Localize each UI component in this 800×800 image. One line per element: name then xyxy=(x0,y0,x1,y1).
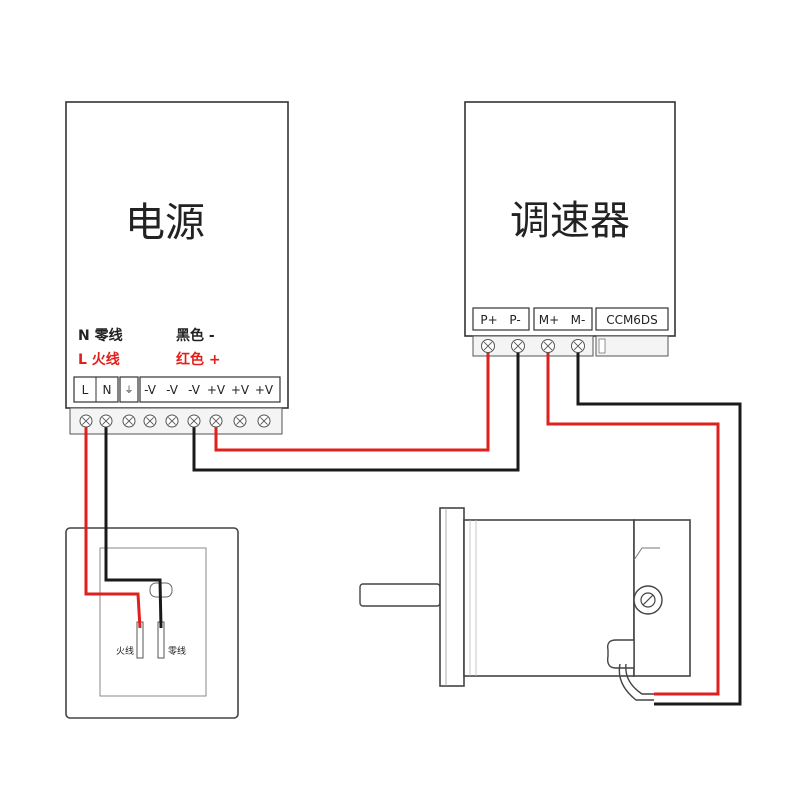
controller-label-m-plus: M+ xyxy=(539,313,559,327)
motor-leads xyxy=(618,663,654,701)
controller-label-m-minus: M- xyxy=(571,313,586,327)
terminal-label-v5: +V xyxy=(231,383,250,397)
motor-body xyxy=(463,519,635,677)
wires xyxy=(84,346,742,706)
wire-m-minus-to-motor xyxy=(576,346,742,706)
wall-socket: 火线 零线 xyxy=(65,527,239,719)
controller-model: CCM6DS xyxy=(606,313,658,327)
power-supply-body xyxy=(65,101,289,409)
wire-live-socket-to-l xyxy=(84,421,142,629)
wire-neutral-socket-to-n xyxy=(104,421,163,629)
wire-positive-to-p-plus xyxy=(214,346,490,452)
controller-body xyxy=(464,101,676,337)
dc-motor xyxy=(359,507,691,701)
motor-flange xyxy=(439,507,465,687)
terminal-label-ground: ⏚ xyxy=(124,385,133,396)
terminal-label-v2: -V xyxy=(166,383,179,397)
power-supply: 电源 N 零线 L 火线 黑色 - 红色 + L N ⏚ -V -V -V +V… xyxy=(65,101,289,435)
controller-terminal-spare xyxy=(595,335,669,357)
neutral-label: N 零线 xyxy=(78,327,123,344)
live-label: L 火线 xyxy=(78,351,120,368)
terminal-label-n: N xyxy=(103,383,112,397)
wire-m-plus-to-motor xyxy=(546,346,720,696)
terminal-label-v4: +V xyxy=(207,383,226,397)
socket-neutral-label: 零线 xyxy=(168,645,186,657)
speed-controller: 调速器 P+ P- M+ M- CCM6DS xyxy=(464,101,676,357)
controller-terminal-labels: P+ P- M+ M- CCM6DS xyxy=(472,307,669,331)
black-negative-label: 黑色 - xyxy=(176,327,215,344)
controller-terminal-block xyxy=(472,335,594,357)
socket-inner-plate xyxy=(99,547,207,697)
motor-cable-gland xyxy=(606,639,635,669)
terminal-label-l: L xyxy=(82,383,89,397)
terminal-label-v1: -V xyxy=(144,383,157,397)
motor-shaft xyxy=(359,583,441,607)
controller-label-p-minus: P- xyxy=(509,313,520,327)
terminal-label-v6: +V xyxy=(255,383,274,397)
power-supply-title: 电源 xyxy=(125,200,205,246)
terminal-label-v3: -V xyxy=(188,383,201,397)
controller-title: 调速器 xyxy=(510,198,630,244)
red-positive-label: 红色 + xyxy=(176,351,221,368)
power-terminal-labels: L N ⏚ -V -V -V +V +V +V xyxy=(73,376,281,403)
socket-live-label: 火线 xyxy=(116,645,134,657)
controller-label-p-plus: P+ xyxy=(480,313,497,327)
wire-negative-to-p-minus xyxy=(192,346,520,472)
